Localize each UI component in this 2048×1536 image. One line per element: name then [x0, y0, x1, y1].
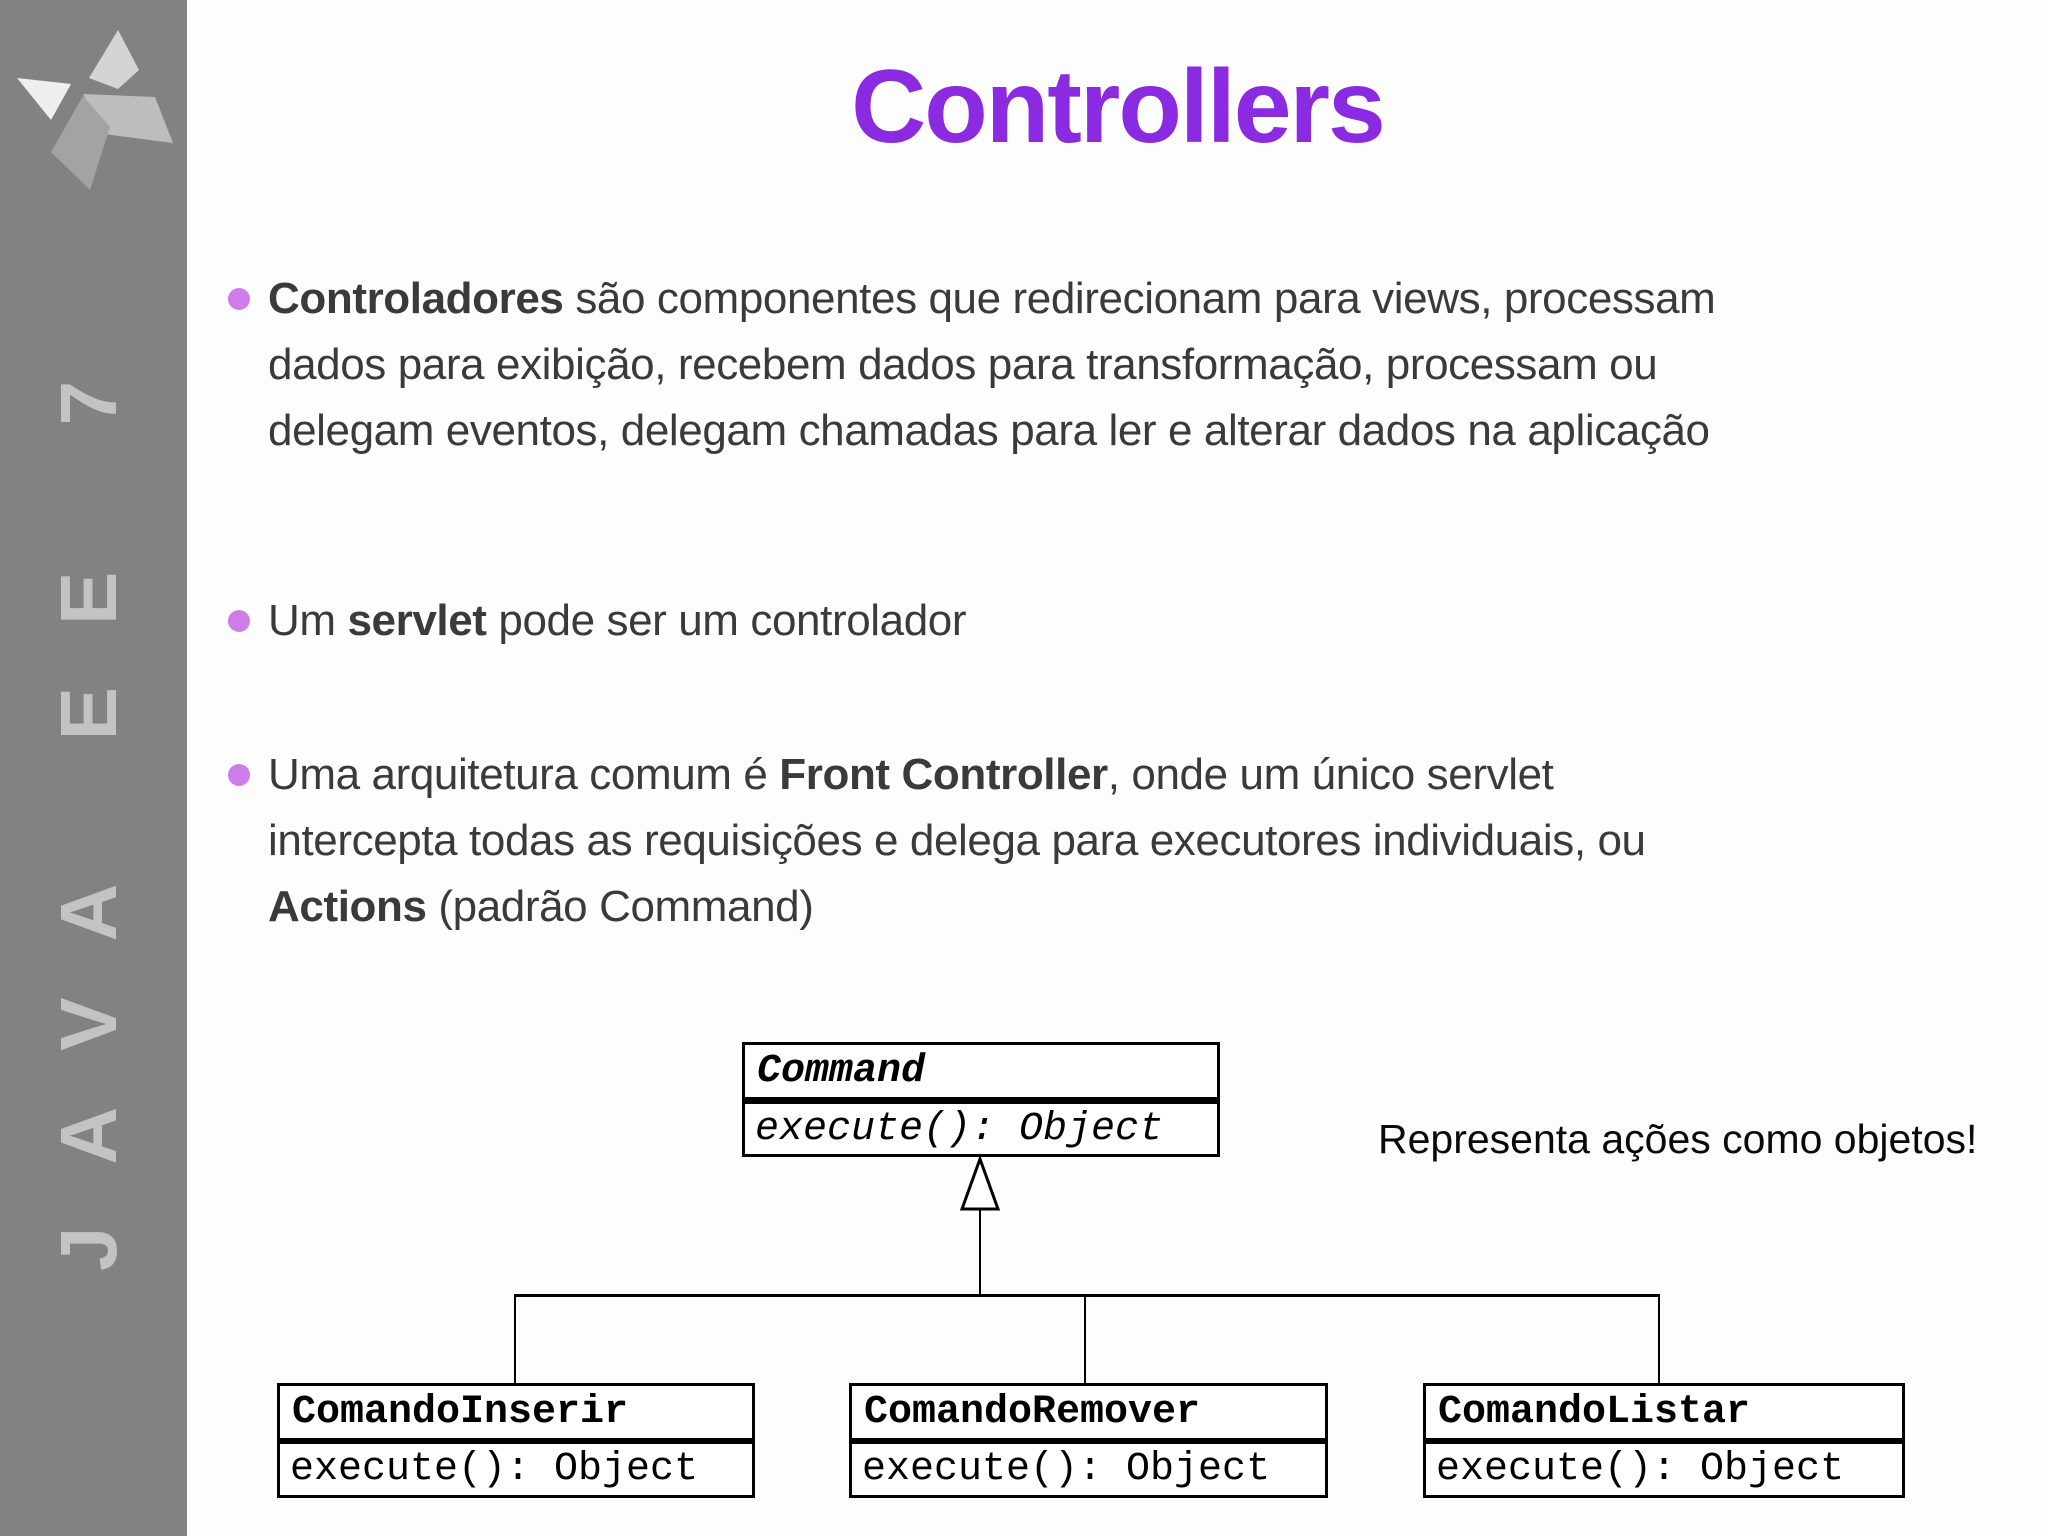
uml-class-method: execute(): Object [862, 1447, 1271, 1492]
sidebar: JAVA EE 7 [0, 0, 187, 1536]
bullet-item: Controladores são componentes que redire… [228, 266, 1716, 464]
uml-class-name: ComandoRemover [852, 1386, 1325, 1444]
generalization-arrow-icon [959, 1155, 1001, 1211]
uml-class-comando-listar: ComandoListar execute(): Object [1423, 1383, 1905, 1498]
bullet-dot-icon [228, 764, 250, 786]
bullet-text: Uma arquitetura comum é Front Controller… [268, 750, 1646, 931]
uml-class-comando-inserir: ComandoInserir execute(): Object [277, 1383, 755, 1498]
bullet-item: Um servlet pode ser um controlador [228, 588, 967, 654]
bullet-item: Uma arquitetura comum é Front Controller… [228, 742, 1646, 940]
pinwheel-logo-icon [17, 30, 173, 190]
bullet-text: Um servlet pode ser um controlador [268, 596, 967, 645]
uml-class-method: execute(): Object [290, 1447, 699, 1492]
uml-class-name: ComandoInserir [280, 1386, 752, 1444]
diagram-annotation: Representa ações como objetos! [1378, 1116, 1978, 1162]
inheritance-drop-line [514, 1294, 516, 1384]
inheritance-drop-line [1658, 1294, 1660, 1384]
bullet-dot-icon [228, 610, 250, 632]
bullet-dot-icon [228, 288, 250, 310]
uml-class-comando-remover: ComandoRemover execute(): Object [849, 1383, 1328, 1498]
sidebar-vertical-text: JAVA EE 7 [44, 318, 133, 1272]
uml-class-method: execute(): Object [1436, 1447, 1845, 1492]
uml-class-name: ComandoListar [1426, 1386, 1902, 1444]
page-title: Controllers [851, 49, 1386, 165]
uml-class-method: execute(): Object [755, 1107, 1164, 1152]
inheritance-bus-line [514, 1294, 1660, 1297]
inheritance-line [979, 1208, 981, 1296]
uml-class-name: Command [745, 1045, 1217, 1104]
uml-class-command: Command execute(): Object [742, 1042, 1220, 1157]
inheritance-drop-line [1084, 1294, 1086, 1384]
bullet-text: Controladores são componentes que redire… [268, 274, 1716, 455]
